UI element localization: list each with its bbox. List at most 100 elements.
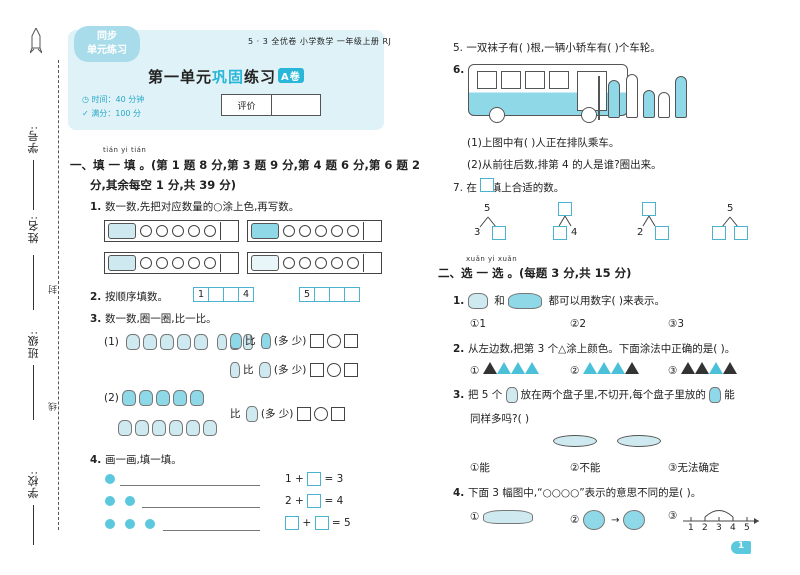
- tree-answer-box[interactable]: [642, 202, 656, 216]
- answer-box[interactable]: [344, 334, 359, 348]
- answer-box[interactable]: [309, 363, 324, 377]
- number-line-svg: [683, 510, 759, 524]
- more-less-text: (多 少): [273, 335, 307, 347]
- q2-3-option-1[interactable]: ①能: [470, 462, 490, 474]
- q1-3-text: 数一数,圈一圈,比一比。: [104, 313, 217, 325]
- seq1-cell[interactable]: [223, 287, 239, 302]
- circle-5[interactable]: [204, 257, 216, 269]
- tree-answer-box[interactable]: [712, 226, 726, 240]
- circle-2[interactable]: [156, 257, 168, 269]
- answer-box[interactable]: [220, 222, 232, 240]
- watermelon-icon: [108, 223, 136, 239]
- dog-icon: [139, 390, 154, 406]
- q2-3-text-a: 把 5 个: [467, 389, 503, 401]
- school-label: 学校:: [27, 470, 40, 499]
- eq-op: +: [295, 473, 304, 485]
- draw-line-1[interactable]: [120, 485, 260, 486]
- answer-box[interactable]: [363, 222, 375, 240]
- tree-answer-box[interactable]: [734, 226, 748, 240]
- q2-2-option-2[interactable]: ②: [570, 362, 639, 377]
- title-highlight: 巩固: [212, 68, 245, 86]
- circle-1[interactable]: [140, 225, 152, 237]
- circle-1[interactable]: [283, 225, 295, 237]
- tree-answer-box[interactable]: [553, 226, 567, 240]
- student-id-field[interactable]: [33, 160, 34, 210]
- student-id-label: 学号:: [27, 125, 40, 154]
- circle-3[interactable]: [172, 257, 184, 269]
- bus-window: [525, 71, 545, 89]
- question-2-1: 1. 和 都可以用数字( )来表示。: [453, 293, 666, 309]
- eq-answer-box[interactable]: [314, 516, 329, 530]
- eq-answer-box[interactable]: [307, 494, 322, 508]
- clock-icon: ◷: [82, 95, 92, 104]
- tree-answer-box[interactable]: [558, 202, 572, 216]
- evaluation-field[interactable]: [272, 95, 320, 115]
- answer-box[interactable]: [363, 254, 375, 272]
- count-row-animals: [104, 252, 239, 274]
- q2-2-option-3[interactable]: ③: [668, 362, 737, 377]
- circle-4[interactable]: [188, 257, 200, 269]
- answer-box[interactable]: [331, 407, 346, 421]
- seq2-cell[interactable]: [314, 287, 330, 302]
- circle-3[interactable]: [172, 225, 184, 237]
- plate-icon: [617, 435, 661, 450]
- eq-answer-box[interactable]: [285, 516, 299, 530]
- circle-4[interactable]: [331, 257, 343, 269]
- q2-1-option-1[interactable]: ①1: [470, 318, 487, 330]
- circle-1[interactable]: [140, 257, 152, 269]
- tree-answer-box[interactable]: [492, 226, 506, 240]
- tree-answer-box[interactable]: [655, 226, 669, 240]
- circle-4[interactable]: [188, 225, 200, 237]
- circle-2[interactable]: [299, 225, 311, 237]
- q2-4-option-3[interactable]: ③: [668, 510, 677, 522]
- compare-text: 比: [245, 335, 256, 347]
- answer-box[interactable]: [220, 254, 232, 272]
- circle-2[interactable]: [156, 225, 168, 237]
- answer-box[interactable]: [309, 334, 324, 348]
- q2-1-option-3[interactable]: ③3: [668, 318, 685, 330]
- q2-1-option-2[interactable]: ②2: [570, 318, 587, 330]
- answer-box[interactable]: [296, 407, 311, 421]
- circle-5[interactable]: [347, 257, 359, 269]
- circle-3[interactable]: [315, 225, 327, 237]
- tree-lines: [642, 215, 656, 227]
- q2-3-option-3[interactable]: ③无法确定: [668, 462, 720, 474]
- q2-4-option-2[interactable]: ② →: [570, 510, 648, 530]
- question-2-4: 4. 下面 3 幅图中,“○○○○”表示的意思不同的是( )。: [453, 487, 702, 499]
- circle-1[interactable]: [283, 257, 295, 269]
- answer-box[interactable]: [344, 363, 359, 377]
- circle-2[interactable]: [299, 257, 311, 269]
- q2-3-option-2[interactable]: ②不能: [570, 462, 601, 474]
- person-2: [626, 74, 638, 118]
- draw-line-2[interactable]: [142, 507, 260, 508]
- seq2-cell[interactable]: [329, 287, 345, 302]
- q2-4-option-1[interactable]: ①: [470, 510, 536, 524]
- dog-icon: [190, 390, 205, 406]
- circle-5[interactable]: [204, 225, 216, 237]
- dog-icon: [156, 390, 171, 406]
- school-field[interactable]: [33, 505, 34, 545]
- question-1-1: 1. 数一数,先把对应数量的○涂上色,再写数。: [90, 201, 300, 213]
- q2-2-option-1[interactable]: ①: [470, 362, 539, 377]
- bus-window: [549, 71, 569, 89]
- draw-line-3[interactable]: [163, 530, 260, 531]
- seq2-cell[interactable]: [344, 287, 360, 302]
- seq1-cell[interactable]: [208, 287, 224, 302]
- circle-4[interactable]: [331, 225, 343, 237]
- class-field[interactable]: [33, 365, 34, 420]
- compare-circle[interactable]: [327, 363, 342, 377]
- count-row-watermelon: [104, 220, 239, 242]
- line-char: 线: [49, 402, 59, 411]
- cake-icon: [505, 387, 518, 403]
- compare-circle[interactable]: [327, 334, 342, 348]
- eq-answer-box[interactable]: [307, 472, 322, 486]
- circle-5[interactable]: [347, 225, 359, 237]
- name-field[interactable]: [33, 255, 34, 310]
- tree-lines: [721, 216, 739, 228]
- section1-title: 一、填 一 填 。(第 1 题 8 分,第 3 题 9 分,第 4 题 6 分,…: [70, 158, 420, 172]
- circle-3[interactable]: [315, 257, 327, 269]
- bus-wheel: [581, 107, 597, 123]
- compare-circle[interactable]: [314, 407, 329, 421]
- triangle-icon: [722, 362, 737, 374]
